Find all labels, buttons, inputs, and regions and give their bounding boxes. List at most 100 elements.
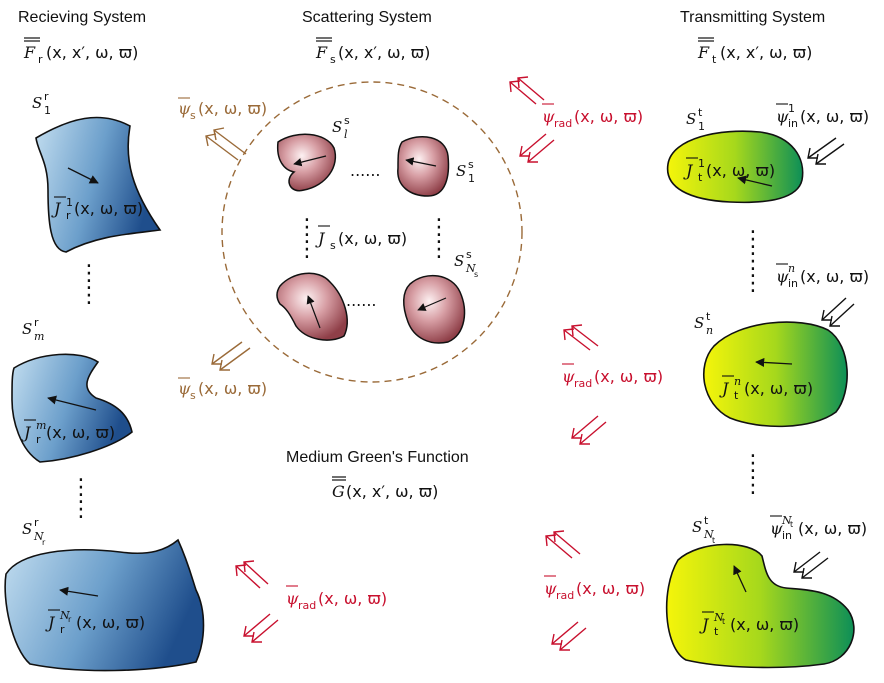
transmitting-body-n-sub: n: [706, 324, 713, 337]
receiving-body-1-sup: r: [44, 90, 49, 103]
transmitting-body-1-sub: 1: [698, 120, 705, 133]
transmitting-operator-symbol: F: [697, 43, 710, 62]
scatter-arrow-ns: [417, 297, 447, 311]
receiving-system: Recieving System F r (x, x′, ω, ϖ) S r 1…: [4, 9, 205, 672]
scatter-body-ns-sub: N: [465, 262, 476, 275]
scatter-body-l: S s l: [276, 114, 350, 192]
incident-field-1-args: (x, ω, ϖ): [800, 107, 869, 126]
incident-arrow-n: [821, 297, 855, 327]
incident-field-1-symbol: ψ: [776, 107, 789, 126]
transmitting-body-n: S t n J n t (x, ω, ϖ) ψ n in (x, ω, ϖ): [694, 262, 869, 428]
transmitting-vdots-2b: ⋮: [742, 271, 764, 296]
scatter-vdots-left: ⋮: [296, 215, 318, 240]
transmitting-body-n-label: S: [694, 314, 704, 332]
transmitting-arrow-nt: [733, 565, 747, 593]
receiving-body-1-sub: 1: [44, 104, 51, 117]
receiving-current-nr: J: [45, 613, 56, 632]
transmitting-body-1-label: S: [686, 110, 696, 128]
scattered-field-bottom-sub: s: [190, 389, 196, 402]
radiated-field-bl-sub: rad: [298, 599, 316, 612]
radiated-field-br-symbol: ψ: [544, 579, 557, 598]
receiving-current-nr-sub: r: [60, 623, 65, 636]
incident-field-nt-supsub: t: [790, 520, 793, 529]
receiving-body-1-label: S: [32, 94, 42, 112]
receiving-shape-1: [35, 116, 162, 253]
transmitting-body-nt-sup: t: [704, 514, 709, 527]
incident-field-1-sub: in: [788, 117, 798, 130]
radiated-field-bl-args: (x, ω, ϖ): [318, 589, 387, 608]
radiated-field-top-sub: rad: [554, 117, 572, 130]
scattering-operator-sub: s: [330, 53, 336, 66]
radiated-field-top-args: (x, ω, ϖ): [574, 107, 643, 126]
receiving-current-1-args: (x, ω, ϖ): [74, 199, 143, 218]
medium-operator-args: (x, x′, ω, ϖ): [346, 482, 438, 501]
receiving-current-nr-args: (x, ω, ϖ): [76, 613, 145, 632]
transmitting-body-n-sup: t: [706, 310, 711, 323]
scatter-body-ns: S s N s: [403, 248, 478, 344]
radiated-field-br-args: (x, ω, ϖ): [576, 579, 645, 598]
scatter-shape-l: [276, 133, 337, 192]
receiving-current-nr-sup: N: [59, 609, 70, 622]
scattered-field-top: ψ s (x, ω, ϖ): [178, 97, 267, 122]
receiving-current-m-args: (x, ω, ϖ): [46, 423, 115, 442]
transmitting-current-nt-args: (x, ω, ϖ): [730, 615, 799, 634]
transmitting-current-nt-sup: N: [713, 611, 724, 624]
scattering-operator-args: (x, x′, ω, ϖ): [338, 43, 430, 62]
incident-arrow-nt: [793, 551, 829, 579]
transmitting-shape-nt: [665, 543, 855, 669]
transmitting-vdots-4: ⋮: [742, 473, 764, 498]
incident-arrow-1: [807, 137, 845, 165]
radiated-field-top-symbol: ψ: [542, 107, 555, 126]
scatter-body-l-sub: l: [344, 128, 348, 141]
scatter-arrow-1: [405, 157, 437, 167]
receiving-body-nr: S r N r J N r r (x, ω, ϖ): [4, 516, 205, 672]
radiated-arrows: [235, 76, 607, 651]
scatter-hdots-bottom: ......: [346, 291, 377, 310]
radiated-field-top: ψ rad (x, ω, ϖ): [542, 103, 643, 130]
receiving-current-1-sub: r: [66, 209, 71, 222]
transmitting-vdots-2: ⋮: [742, 249, 764, 274]
scatter-body-ns-label: S: [454, 252, 464, 270]
receiving-body-nr-sup: r: [34, 516, 39, 529]
receiving-current-m-sup: m: [36, 419, 46, 432]
scatter-shape-1: [397, 135, 450, 197]
scatter-shape-ns: [403, 274, 466, 344]
radiated-field-middle-args: (x, ω, ϖ): [594, 367, 663, 386]
transmitting-current-1-args: (x, ω, ϖ): [706, 161, 775, 180]
transmitting-body-nt-sub: N: [703, 528, 714, 541]
scatter-body-ns-subsub: s: [474, 270, 478, 279]
scattering-system: Scattering System F s (x, x′, ω, ϖ) S s …: [178, 9, 523, 402]
transmitting-body-nt-label: S: [692, 518, 702, 536]
receiving-current-nr-supsub: r: [68, 615, 72, 624]
scatter-arrow-bl: [306, 295, 321, 329]
scatter-body-1-label: S: [456, 162, 466, 180]
transmitting-arrow-n: [755, 357, 793, 367]
scattered-field-top-symbol: ψ: [178, 99, 191, 118]
transmitting-current-n-sup: n: [734, 375, 741, 388]
receiving-operator-args: (x, x′, ω, ϖ): [46, 43, 138, 62]
transmitting-shape-n: [702, 321, 848, 428]
scatter-current-args: (x, ω, ϖ): [338, 229, 407, 248]
incident-field-n-symbol: ψ: [776, 267, 789, 286]
transmitting-body-nt-subsub: t: [712, 536, 715, 545]
scatter-vdots-left-2: ⋮: [296, 237, 318, 262]
incident-field-n-sub: in: [788, 277, 798, 290]
transmitting-body-1-sup: t: [698, 106, 703, 119]
incident-field-nt-sup: N: [781, 514, 792, 527]
transmitting-current-nt-supsub: t: [722, 617, 725, 626]
receiving-body-m-sub: m: [34, 330, 44, 343]
receiving-title: Recieving System: [18, 9, 146, 26]
scattered-field-bottom: ψ s (x, ω, ϖ): [178, 377, 267, 402]
medium-green-function: Medium Green's Function G (x, x′, ω, ϖ): [286, 449, 469, 501]
receiving-body-1: S r 1 J 1 r (x, ω, ϖ): [32, 90, 162, 253]
incident-field-nt-sub: in: [782, 529, 792, 542]
scatter-current-sub: s: [330, 239, 336, 252]
radiated-field-br-sub: rad: [556, 589, 574, 602]
receiving-current-m-sub: r: [36, 433, 41, 446]
receiving-vdots-3: ⋮: [70, 475, 92, 500]
transmitting-current-nt-sub: t: [714, 625, 719, 638]
transmitting-current-n: J: [719, 379, 730, 398]
receiving-body-nr-label: S: [22, 520, 32, 538]
